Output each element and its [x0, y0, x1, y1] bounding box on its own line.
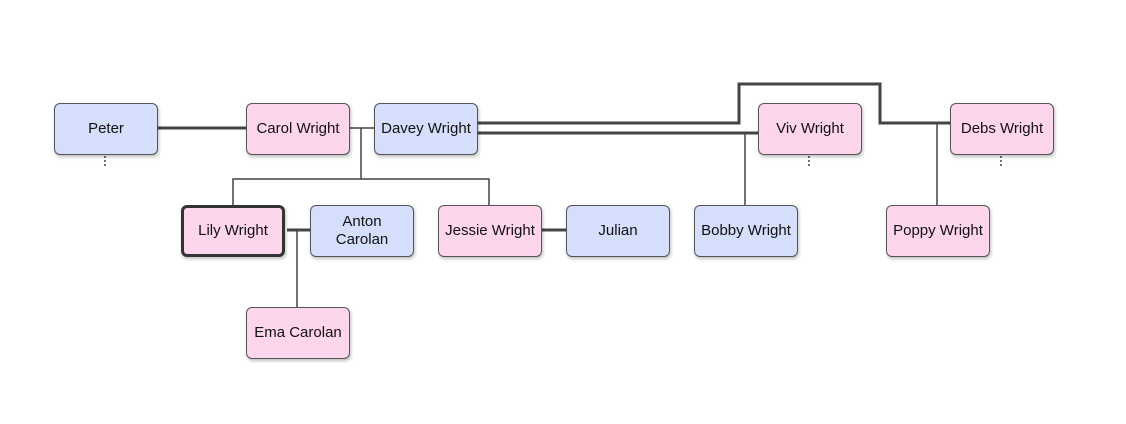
- person-node-carol-wright[interactable]: Carol Wright: [246, 103, 350, 155]
- person-node-ema-carolan[interactable]: Ema Carolan: [246, 307, 350, 359]
- person-node-poppy-wright[interactable]: Poppy Wright: [886, 205, 990, 257]
- person-node-julian[interactable]: Julian: [566, 205, 670, 257]
- person-node-bobby-wright[interactable]: Bobby Wright: [694, 205, 798, 257]
- child-branch: [232, 178, 490, 205]
- person-node-peter[interactable]: Peter: [54, 103, 158, 155]
- person-node-debs-wright[interactable]: Debs Wright: [950, 103, 1054, 155]
- person-node-lily-wright-selected[interactable]: Lily Wright: [181, 205, 285, 257]
- partner-line-davey-debs: [478, 82, 950, 125]
- person-node-anton-carolan[interactable]: Anton Carolan: [310, 205, 414, 257]
- person-node-jessie-wright[interactable]: Jessie Wright: [438, 205, 542, 257]
- person-node-davey-wright[interactable]: Davey Wright: [374, 103, 478, 155]
- person-node-viv-wright[interactable]: Viv Wright: [758, 103, 862, 155]
